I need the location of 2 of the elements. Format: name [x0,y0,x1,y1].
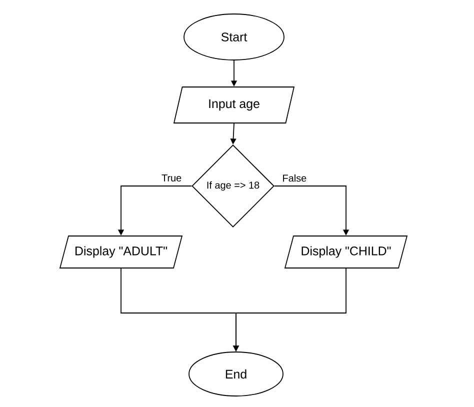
edge-label: False [283,174,306,182]
edge-label: True [162,174,182,182]
